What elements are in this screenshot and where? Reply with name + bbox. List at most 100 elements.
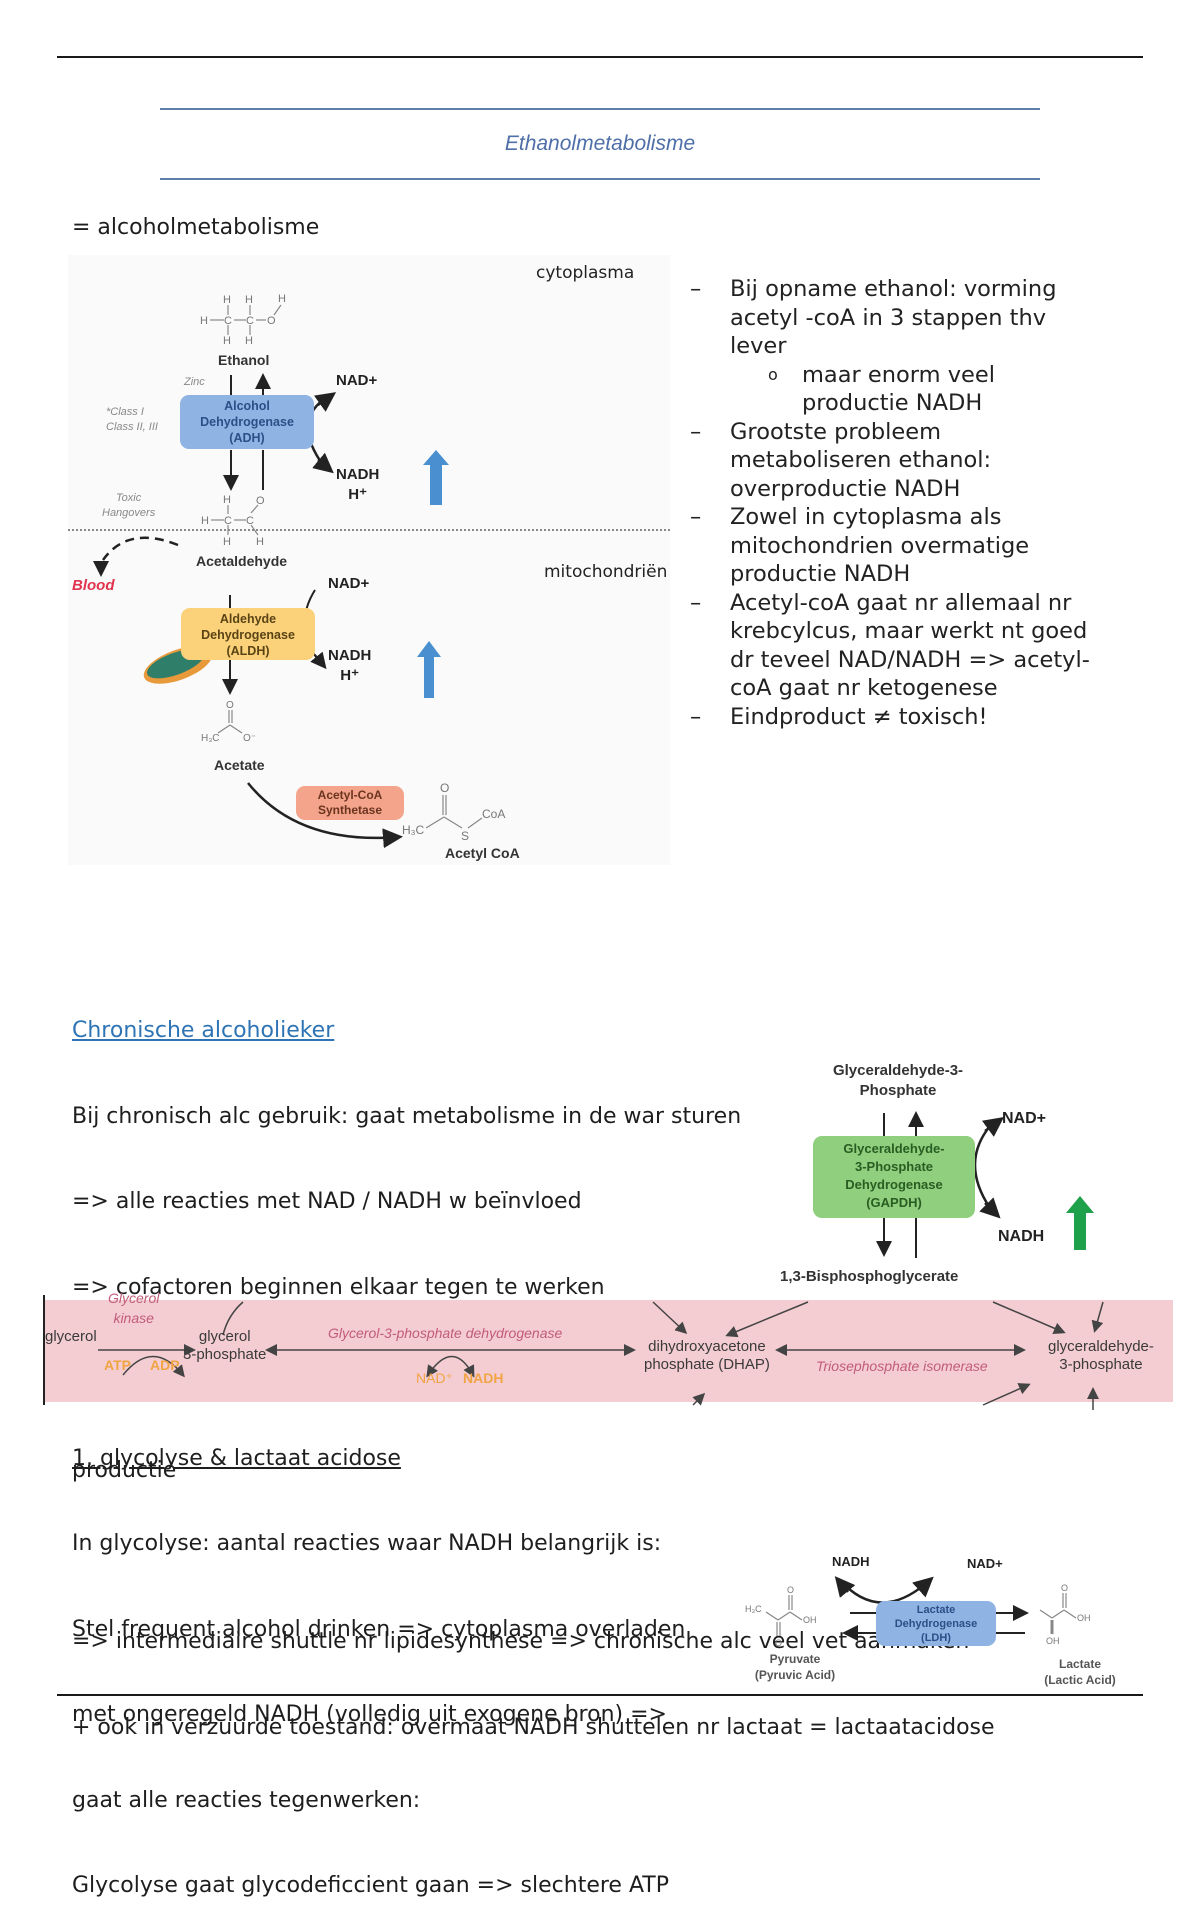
acetylcoa-structure [425,795,483,829]
dashed-arrow-blood [101,536,179,561]
enzyme-abbreviation: (ALDH) [226,644,270,658]
dash-bullet: – [690,504,702,530]
paragraph-line: Glycolyse gaat glycodeficcient gaan => s… [72,1873,669,1898]
svg-text:O⁻: O⁻ [243,733,256,744]
gapdh-product-label: 1,3-Bisphosphoglycerate [780,1268,959,1285]
enzyme-name: Dehydrogenase [200,415,294,429]
bullet-item: –Eindproduct ≠ toxisch! [690,703,1130,732]
svg-text:H: H [223,294,231,306]
enzyme-name: Glyceraldehyde- [843,1141,945,1156]
metabolite-text: Lactate [1058,1657,1102,1671]
acetaldehyde-label: Acetaldehyde [196,553,288,569]
enzyme-box-ldh: Lactate Dehydrogenase (LDH) [876,1601,996,1646]
paragraph-line: => cofactoren beginnen elkaar tegen te w… [72,1274,605,1300]
dash-bullet: – [690,703,702,730]
metabolite-text: 3-phosphate [1059,1356,1143,1373]
svg-text:H: H [223,335,231,347]
glycerol-label: glycerol [45,1328,97,1345]
nad-plus-label: NAD⁺ [416,1370,453,1386]
svg-text:OH: OH [1046,1636,1060,1646]
glycolysis-heading: 1. glycolyse & lactaat acidose [72,1445,401,1471]
metabolite-text: (Pyruvic Acid) [754,1668,836,1682]
nadh-text: NADH [336,466,380,483]
svg-text:H: H [223,536,231,548]
svg-text:CoA: CoA [482,807,505,821]
svg-text:H: H [278,293,286,305]
metabolite-text: Pyruvate [769,1652,821,1666]
enzyme-box-acetyl-coa-synthetase: Acetyl-CoA Synthetase [296,786,404,820]
circle-bullet: o [768,364,778,384]
nad-plus-label: NAD+ [328,575,370,592]
glycerol-kinase-label: Glycerol kinase [108,1288,159,1328]
svg-text:H: H [245,294,253,306]
up-arrow-icon [417,641,441,698]
enzyme-box-adh: Alcohol Dehydrogenase (ADH) [180,395,314,449]
blood-label: Blood [72,577,115,594]
nad-plus-label: NAD+ [967,1556,1003,1571]
lactate-structure [1039,1593,1077,1634]
acetaldehyde-structure [211,504,259,536]
pyruvate-label: Pyruvate (Pyruvic Acid) [740,1651,850,1683]
svg-text:H₃C: H₃C [201,733,220,744]
bullet-line: acetyl -coA in 3 stappen thv [730,304,1047,331]
nad-plus-label: NAD+ [336,372,378,389]
document-title: Ethanolmetabolisme [504,132,696,155]
metabolite-text: 3-phosphate [183,1346,267,1363]
ethanol-label: Ethanol [218,352,270,368]
enzyme-abbreviation: (ADH) [229,431,265,445]
toxic-hangovers-label: Toxic Hangovers [102,491,155,521]
metabolite-text: dihydroxyacetone [648,1338,766,1355]
svg-text:C: C [246,315,254,327]
gapdh-diagram: Glyceraldehyde-3- Phosphate Glyceraldehy… [780,1058,1120,1293]
svg-text:O: O [226,700,234,711]
ethanol-structure [210,304,282,335]
svg-text:OH: OH [1077,1613,1091,1623]
metabolite-text: phosphate (DHAP) [644,1356,770,1373]
paragraph-line: Stel frequent alcohol drinken => cytopla… [72,1616,686,1642]
dash-bullet: – [690,418,702,445]
svg-text:O: O [256,495,265,507]
region-label-mitochondria: mitochondriën [544,562,668,582]
h-plus-text: H⁺ [348,486,368,503]
svg-text:O: O [787,1585,794,1595]
class-label-line: *Class I [106,406,144,418]
bullet-line: maar enorm veel [802,361,995,388]
nad-plus-label: NAD+ [1002,1110,1047,1127]
enzyme-name: 3-Phosphate [854,1159,933,1174]
svg-text:H: H [200,315,208,327]
class-label-line: Class II, III [106,421,158,433]
paragraph-line: In glycolyse: aantal reacties waar NADH … [72,1531,662,1556]
enzyme-name: Dehydrogenase [201,628,295,642]
svg-text:OH: OH [803,1615,817,1625]
acetate-atoms: O H₃C O⁻ [201,700,256,744]
h-plus-text: H⁺ [340,667,360,684]
bullet-line: lever [730,333,787,359]
bullet-line: Grootste probleem [730,418,942,445]
g3p-dehydrogenase-label: Glycerol-3-phosphate dehydrogenase [328,1325,563,1341]
paragraph-line: Bij chronisch alc gebruik: gaat metaboli… [72,1103,742,1129]
arrow-to-acetylcoa [247,782,403,849]
band-left-border [43,1295,45,1405]
toxic-text: Toxic [115,492,142,504]
chronic-heading-link[interactable]: Chronische alcoholieker [72,1018,335,1043]
page-top-rule [57,56,1143,58]
bullet-line: mitochondrien overmatige [730,532,1030,559]
up-arrow-icon [1066,1196,1094,1250]
enzyme-name: Lactate [916,1604,956,1616]
enzyme-name: Aldehyde [219,612,277,626]
glycerol-pathway-graphics [98,1301,1104,1410]
svg-text:H₃C: H₃C [745,1604,762,1614]
enzyme-name: Dehydrogenase [894,1618,978,1630]
bullet-line: coA gaat nr ketogenese [730,675,998,701]
nadh-label: NADH H⁺ [336,465,379,505]
page-bottom-rule [57,1694,1143,1696]
svg-text:H₃C: H₃C [402,823,425,837]
svg-text:C: C [224,315,232,327]
class-label: *Class I Class II, III [106,405,158,435]
